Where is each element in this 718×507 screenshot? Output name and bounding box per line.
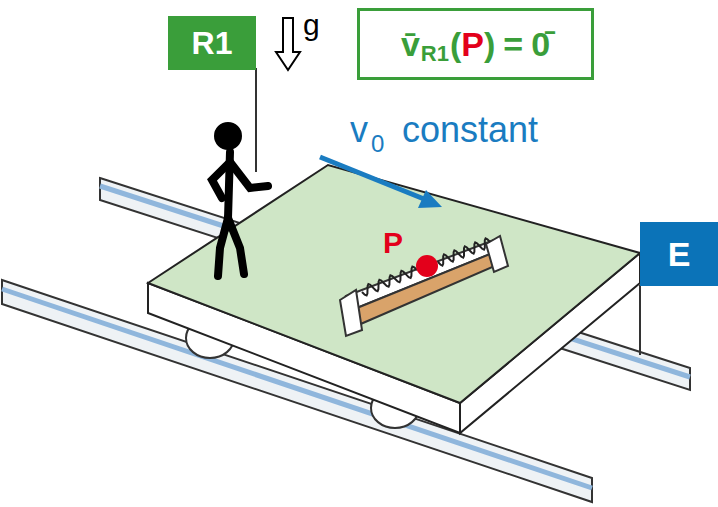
- spring: [438, 238, 490, 265]
- spring: [362, 267, 417, 296]
- flag-pole: [639, 285, 641, 355]
- formula-part: ): [484, 27, 495, 61]
- frame-flag: R1: [168, 16, 256, 70]
- formula-part: 0̄: [531, 27, 550, 61]
- trough-end: [340, 290, 362, 336]
- formula-part: =: [503, 27, 523, 61]
- frame-flag: E: [640, 222, 718, 286]
- formula-part: P: [461, 27, 484, 61]
- person: [212, 123, 268, 276]
- gravity-label: g: [303, 10, 320, 40]
- point-label: P: [383, 228, 403, 258]
- velocity-arrow: [320, 157, 424, 199]
- trough-base: [352, 250, 504, 326]
- arrow-head: [418, 190, 442, 208]
- flag-pole: [255, 68, 257, 172]
- flag-label: R1: [192, 27, 233, 59]
- velocity-symbol: v: [350, 112, 368, 148]
- mass-point: [416, 255, 438, 277]
- velocity-note: constant: [402, 112, 538, 148]
- flag-label: E: [668, 237, 691, 271]
- gravity-arrow: [276, 18, 300, 70]
- velocity-subscript: 0: [371, 132, 384, 156]
- formula-part: R1: [421, 43, 449, 65]
- trough-wall: [346, 240, 500, 310]
- condition-box: v̄R1(P)=0̄: [357, 8, 594, 80]
- formula-part: v̄: [401, 27, 420, 61]
- formula-part: (: [450, 27, 461, 61]
